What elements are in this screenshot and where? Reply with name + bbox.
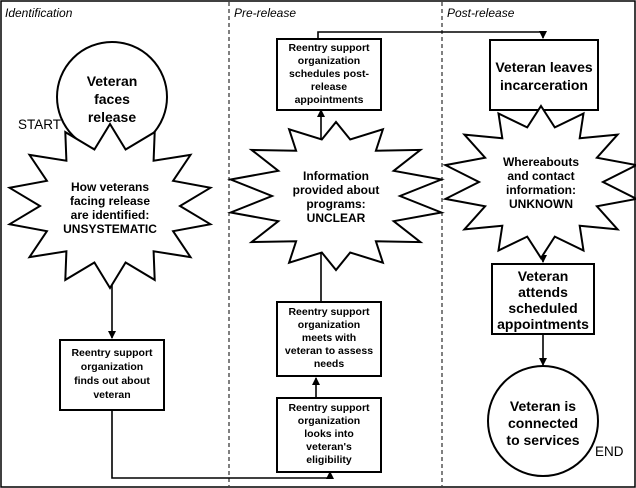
lane-title-post-release: Post-release	[447, 6, 515, 20]
node-label-line: Veteran	[87, 73, 138, 89]
node-label-line: finds out about	[74, 375, 150, 387]
node-label-line: meets with	[302, 332, 356, 344]
node-label-line: faces	[94, 91, 130, 107]
node-label-line: organization	[298, 319, 360, 331]
node-label-line: Whereabouts	[503, 155, 579, 169]
node-label-line: UNKNOWN	[509, 197, 573, 211]
node-label-line: Reentry support	[288, 42, 370, 54]
node-label-line: release	[311, 81, 347, 93]
node-label-line: scheduled	[508, 300, 577, 316]
node-label-line: attends	[518, 284, 568, 300]
node-label-line: veteran	[93, 389, 130, 401]
node-finds-out-box: Reentry support organization finds out abo…	[59, 339, 165, 411]
node-label-line: looks into	[304, 428, 354, 440]
node-label-line: appointments	[295, 94, 364, 106]
arrow-finds-out-to-looks-into	[111, 410, 334, 479]
node-leaves-box: Veteran leaves incarceration	[489, 39, 599, 111]
node-label-line: Reentry support	[288, 402, 370, 414]
node-label-line: incarceration	[500, 77, 588, 93]
node-label-line: UNCLEAR	[307, 211, 366, 225]
node-label-line: facing release	[70, 194, 150, 208]
node-label-line: appointments	[497, 316, 589, 332]
node-label-line: release	[88, 109, 136, 125]
start-label: START	[18, 117, 61, 132]
arrow-schedules-to-leaves	[317, 31, 547, 39]
node-label-line: information:	[506, 183, 576, 197]
node-label-line: organization	[298, 55, 360, 67]
node-label-line: How veterans	[71, 180, 149, 194]
end-label: END	[595, 444, 624, 459]
lane-title-identification: Identification	[5, 6, 73, 20]
node-label-line: schedules post-	[289, 68, 369, 80]
lane-title-pre-release: Pre-release	[234, 6, 296, 20]
node-label-line: Veteran leaves	[495, 59, 593, 75]
node-label-line: UNSYSTEMATIC	[63, 222, 157, 236]
node-label-line: are identified:	[71, 208, 150, 222]
node-label-line: eligibility	[306, 454, 352, 466]
node-label-line: to services	[506, 432, 579, 448]
node-label-line: Reentry support	[71, 347, 153, 359]
node-label-line: Veteran	[518, 268, 569, 284]
node-label-line: organization	[81, 361, 143, 373]
node-label-line: veteran's	[306, 441, 352, 453]
node-label-line: programs:	[306, 197, 365, 211]
node-veteran-faces-release: Veteran faces release	[56, 41, 168, 153]
node-label-line: and contact	[507, 169, 574, 183]
node-label-line: connected	[508, 415, 578, 431]
node-label-line: provided about	[293, 183, 380, 197]
node-label-line: veteran to assess	[285, 345, 373, 357]
node-label-line: Reentry support	[288, 306, 370, 318]
node-label-line: organization	[298, 415, 360, 427]
node-label-line: needs	[314, 358, 345, 370]
node-label-line: Information	[303, 169, 369, 183]
node-label-line: Veteran is	[510, 398, 576, 414]
